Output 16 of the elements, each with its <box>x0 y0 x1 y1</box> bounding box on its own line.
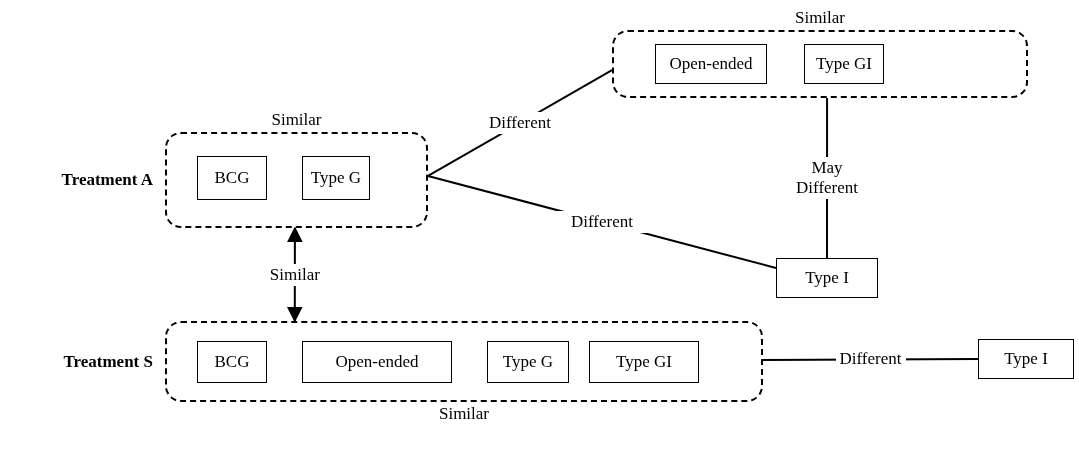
group-heading: Similar <box>438 404 490 424</box>
edge-label: Different <box>553 210 651 233</box>
group-heading: Similar <box>271 110 322 130</box>
category-box: BCG <box>197 156 267 200</box>
category-box: Type G <box>487 341 569 383</box>
category-box: Type GI <box>589 341 699 383</box>
category-box: Open-ended <box>302 341 452 383</box>
row-label: Treatment S <box>63 352 153 372</box>
category-box: Type I <box>978 339 1074 379</box>
row-label: Treatment A <box>61 170 153 190</box>
category-box: BCG <box>197 341 267 383</box>
group-heading: Similar <box>794 8 846 28</box>
category-box: Type G <box>302 156 370 200</box>
category-box: Type I <box>776 258 878 298</box>
category-box: Open-ended <box>655 44 767 84</box>
category-box: Type GI <box>804 44 884 84</box>
